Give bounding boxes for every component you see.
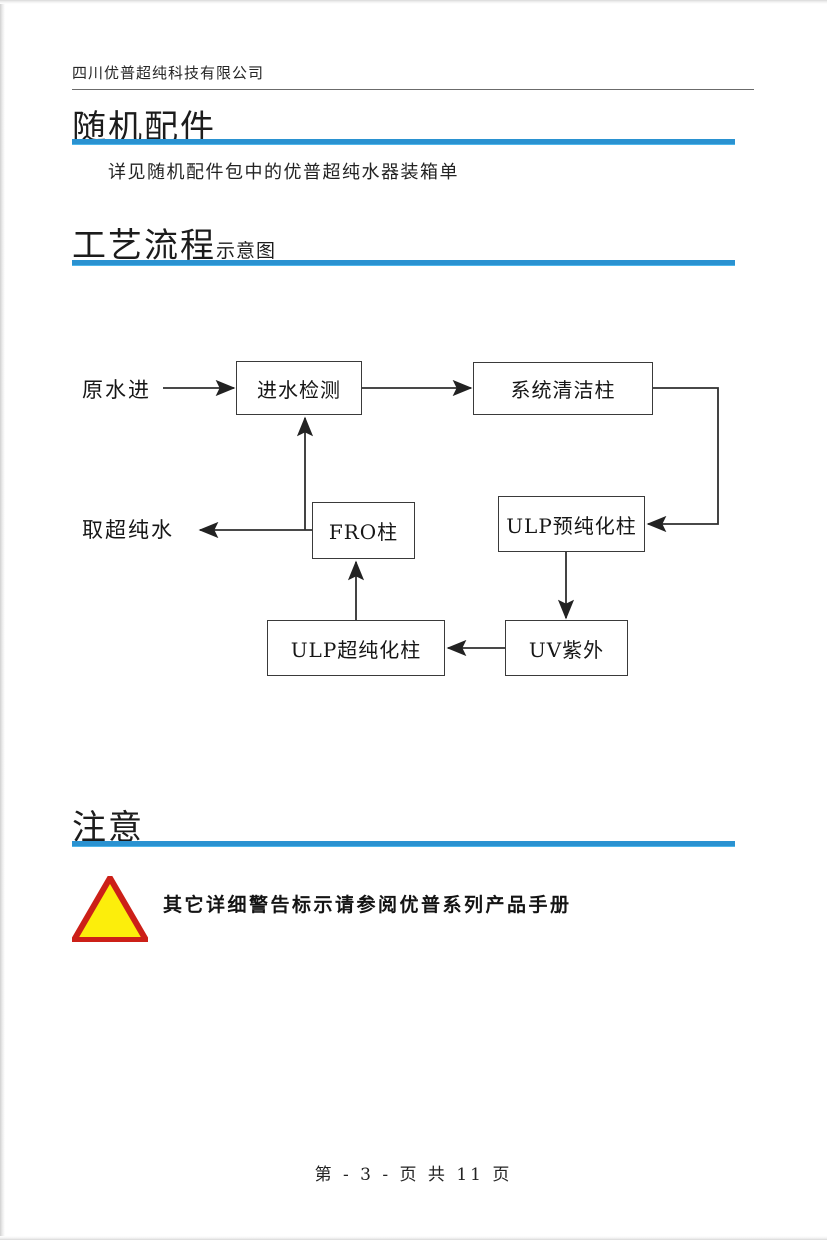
process-flow-diagram: 进水检测 系统清洁柱 ULP预纯化柱 FRO柱 UV紫外 ULP超纯化柱 原水进… bbox=[0, 300, 827, 720]
flow-node-ulp-ultra: ULP超纯化柱 bbox=[267, 620, 445, 676]
scan-edge-left bbox=[0, 0, 5, 1240]
flow-node-fro: FRO柱 bbox=[312, 502, 415, 559]
header-company-name: 四川优普超纯科技有限公司 bbox=[72, 64, 265, 82]
header-divider-rule bbox=[72, 89, 754, 90]
warning-triangle-icon bbox=[72, 876, 148, 942]
section-rule-process-flow bbox=[72, 260, 735, 265]
scan-edge-top bbox=[0, 0, 827, 4]
section-heading-process-flow: 工艺流程示意图 bbox=[72, 218, 276, 267]
warning-text: 其它详细警告标示请参阅优普系列产品手册 bbox=[163, 894, 572, 916]
flow-label-raw-water-in: 原水进 bbox=[82, 378, 151, 402]
edge-systemclean-to-ulppre bbox=[646, 387, 719, 533]
section-title-process-flow: 工艺流程 bbox=[72, 226, 216, 266]
flow-edge-layer bbox=[163, 379, 719, 657]
scan-edge-bottom bbox=[0, 1236, 827, 1240]
flow-node-inlet-test: 进水检测 bbox=[236, 361, 362, 415]
flow-node-ulp-pre: ULP预纯化柱 bbox=[498, 496, 645, 552]
flow-node-system-clean: 系统清洁柱 bbox=[473, 362, 653, 415]
page-footer: 第 - 3 - 页 共 11 页 bbox=[314, 1165, 513, 1185]
flow-node-uv: UV紫外 bbox=[505, 620, 628, 676]
section-body-accessories: 详见随机配件包中的优普超纯水器装箱单 bbox=[108, 162, 459, 183]
section-rule-notice bbox=[72, 841, 735, 846]
section-rule-accessories bbox=[72, 139, 735, 144]
flow-label-ultrapure-out: 取超纯水 bbox=[82, 518, 174, 542]
section-subtitle-process-flow: 示意图 bbox=[216, 240, 277, 262]
